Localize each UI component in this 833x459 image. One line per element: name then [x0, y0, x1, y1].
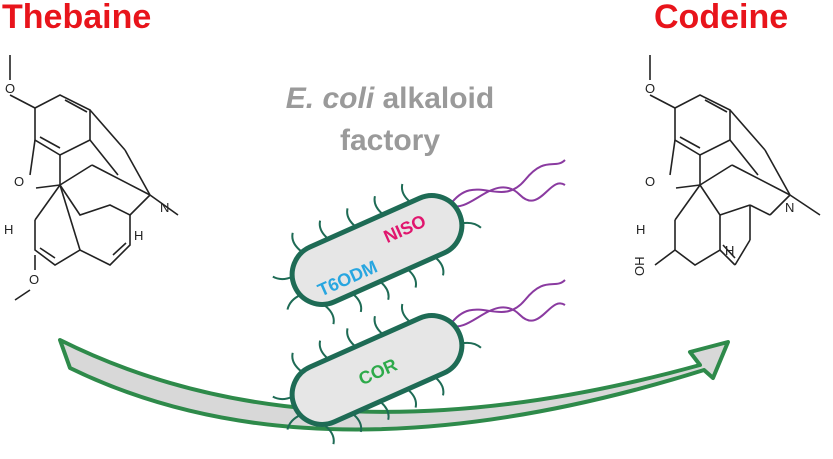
ecoli-label: E. coli [285, 82, 375, 115]
codeine-structure [649, 55, 821, 266]
codeine-atom-n: N [785, 200, 794, 215]
thebaine-atom-n: N [160, 200, 169, 215]
codeine-atom-h2: H [725, 243, 734, 258]
thebaine-atom-o3: O [29, 272, 39, 287]
bacterium-niso-t6odm: NISO T6ODM [272, 159, 566, 325]
thebaine-atom-h1: H [4, 222, 13, 237]
bacterium-cor: COR [272, 279, 566, 445]
codeine-atom-o1: O [645, 81, 655, 96]
thebaine-title: Thebaine [2, 0, 152, 36]
flagellum [449, 159, 566, 208]
thebaine-atom-o2: O [14, 174, 24, 189]
thebaine-atom-h2: H [134, 228, 143, 243]
conversion-arrow [58, 338, 730, 432]
codeine-title: Codeine [654, 0, 789, 36]
codeine-atom-h1: H [636, 222, 645, 237]
thebaine-atom-o1: O [5, 81, 15, 96]
factory-title-line2: factory [339, 124, 441, 157]
flagellum [449, 279, 566, 328]
codeine-atom-o2: O [645, 174, 655, 189]
factory-title-line1: E. coli alkaloid [240, 82, 540, 116]
codeine-atom-oh: OH [632, 257, 647, 277]
thebaine-structure [9, 55, 179, 301]
alkaloid-label: alkaloid [374, 82, 495, 115]
